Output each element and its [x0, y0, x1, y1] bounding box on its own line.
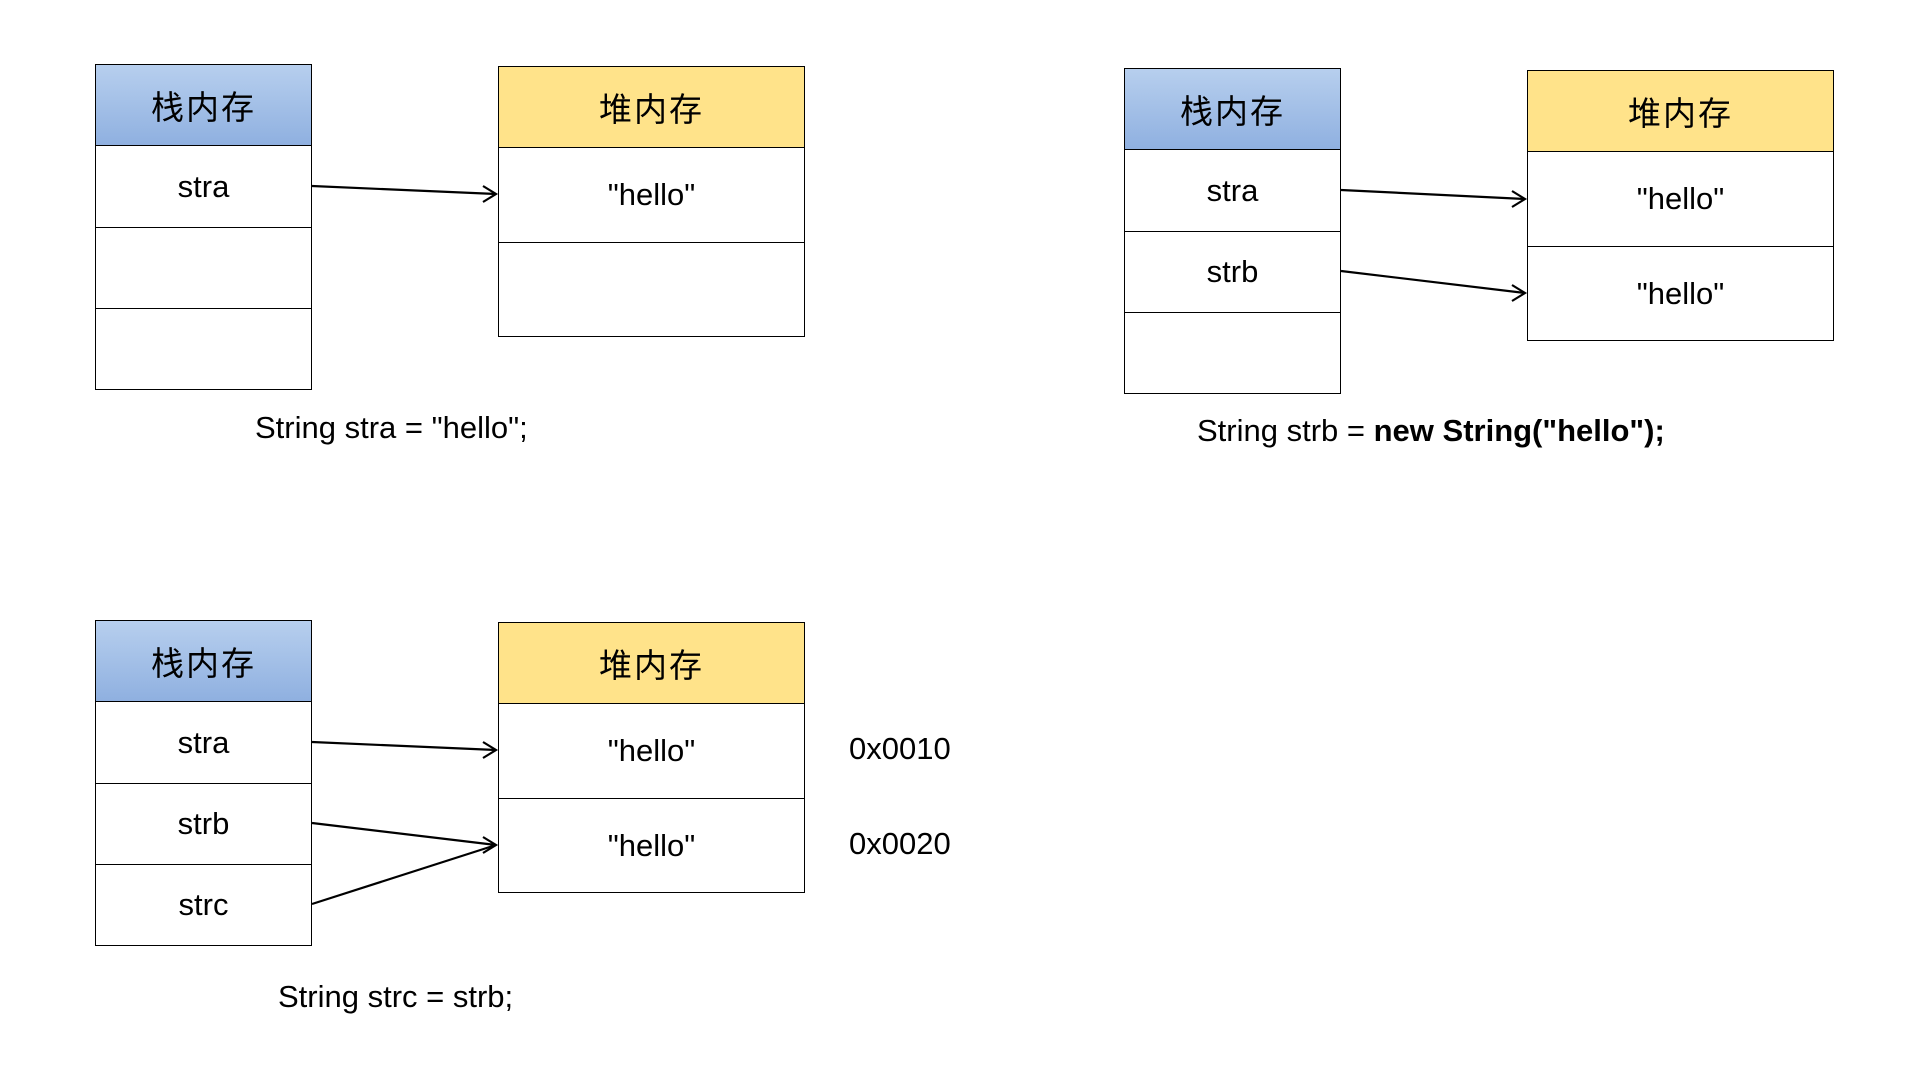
code-caption-bold: new String("hello");	[1373, 413, 1665, 448]
stack-memory-title: 栈内存	[96, 621, 311, 702]
stack-cell	[96, 227, 311, 308]
arrowhead	[482, 185, 499, 203]
code-caption: String strc = strb;	[278, 979, 513, 1015]
stack-cell: stra	[1206, 172, 1259, 208]
stack-cell: stra	[177, 724, 230, 760]
stack-cell: stra	[177, 168, 230, 204]
heap-memory-title: 堆内存	[499, 67, 804, 148]
stack-memory-box: 栈内存 stra	[95, 64, 312, 390]
heap-cell	[499, 242, 804, 336]
code-caption-plain: String strc = strb;	[278, 979, 514, 1014]
arrowhead	[482, 741, 499, 759]
reference-arrow	[311, 843, 497, 906]
heap-memory-box: 堆内存 "hello" "hello"	[498, 622, 805, 893]
heap-cell: "hello"	[607, 177, 696, 212]
heap-memory-box: 堆内存 "hello" "hello"	[1527, 70, 1834, 341]
stack-cell: strc	[96, 864, 311, 945]
code-caption-plain: String strb =	[1197, 413, 1374, 448]
stack-cell: strb	[96, 783, 311, 864]
reference-arrow	[311, 184, 497, 196]
code-caption-plain: String stra = "hello";	[255, 410, 528, 445]
heap-memory-title: 堆内存	[1528, 71, 1833, 152]
heap-cell: "hello"	[499, 798, 804, 892]
reference-arrow	[1340, 269, 1526, 295]
stack-cell	[96, 308, 311, 389]
heap-address-label: 0x0020	[849, 826, 951, 861]
heap-memory-title: 堆内存	[499, 623, 804, 704]
reference-arrow	[311, 740, 497, 752]
code-caption: String stra = "hello";	[255, 410, 528, 446]
arrowhead	[482, 836, 499, 854]
arrowhead	[1511, 284, 1528, 302]
stack-memory-box: 栈内存 stra strb	[1124, 68, 1341, 394]
heap-cell: "hello"	[1636, 181, 1725, 216]
stack-cell: strb	[1125, 231, 1340, 312]
code-caption: String strb = new String("hello");	[1197, 413, 1665, 449]
arrowhead	[1511, 190, 1528, 208]
reference-arrow	[311, 821, 497, 847]
reference-arrow	[1340, 188, 1526, 201]
heap-memory-box: 堆内存 "hello"	[498, 66, 805, 337]
heap-cell: "hello"	[1528, 246, 1833, 340]
stack-memory-title: 栈内存	[1125, 69, 1340, 150]
stack-memory-title: 栈内存	[96, 65, 311, 146]
heap-cell: "hello"	[607, 733, 696, 768]
stack-cell	[1125, 312, 1340, 393]
stack-memory-box: 栈内存 stra strb strc	[95, 620, 312, 946]
heap-address-label: 0x0010	[849, 731, 951, 766]
